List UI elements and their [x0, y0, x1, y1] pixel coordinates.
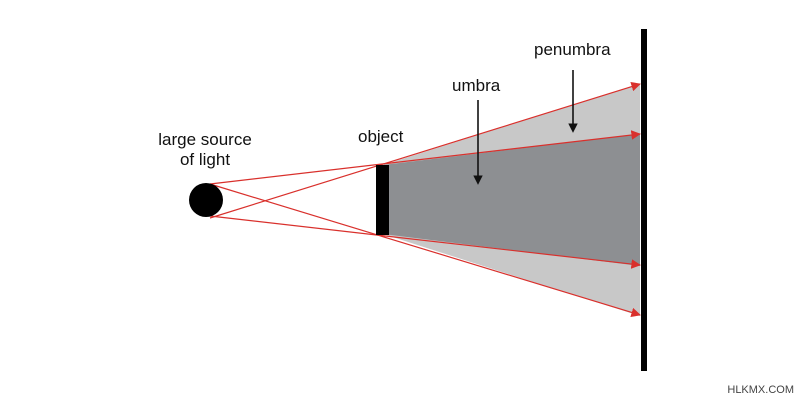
- object-bar: [376, 165, 389, 235]
- light-source-icon: [189, 183, 223, 217]
- light-source-label: large source of light: [150, 130, 260, 170]
- ray-top-outer: [209, 81, 641, 219]
- penumbra-label: penumbra: [534, 40, 611, 59]
- screen-wall: [641, 29, 647, 371]
- ray-bottom-outer: [209, 183, 641, 318]
- umbra-region: [383, 134, 640, 266]
- object-label: object: [358, 127, 404, 146]
- light-source-label-line2: of light: [179, 150, 231, 169]
- umbra-label: umbra: [452, 76, 501, 95]
- ray-top-inner: [209, 130, 641, 185]
- light-source-label-line1: large source: [158, 130, 252, 149]
- ray-bottom-inner: [209, 215, 641, 269]
- watermark-text: HLKMX.COM: [727, 384, 794, 396]
